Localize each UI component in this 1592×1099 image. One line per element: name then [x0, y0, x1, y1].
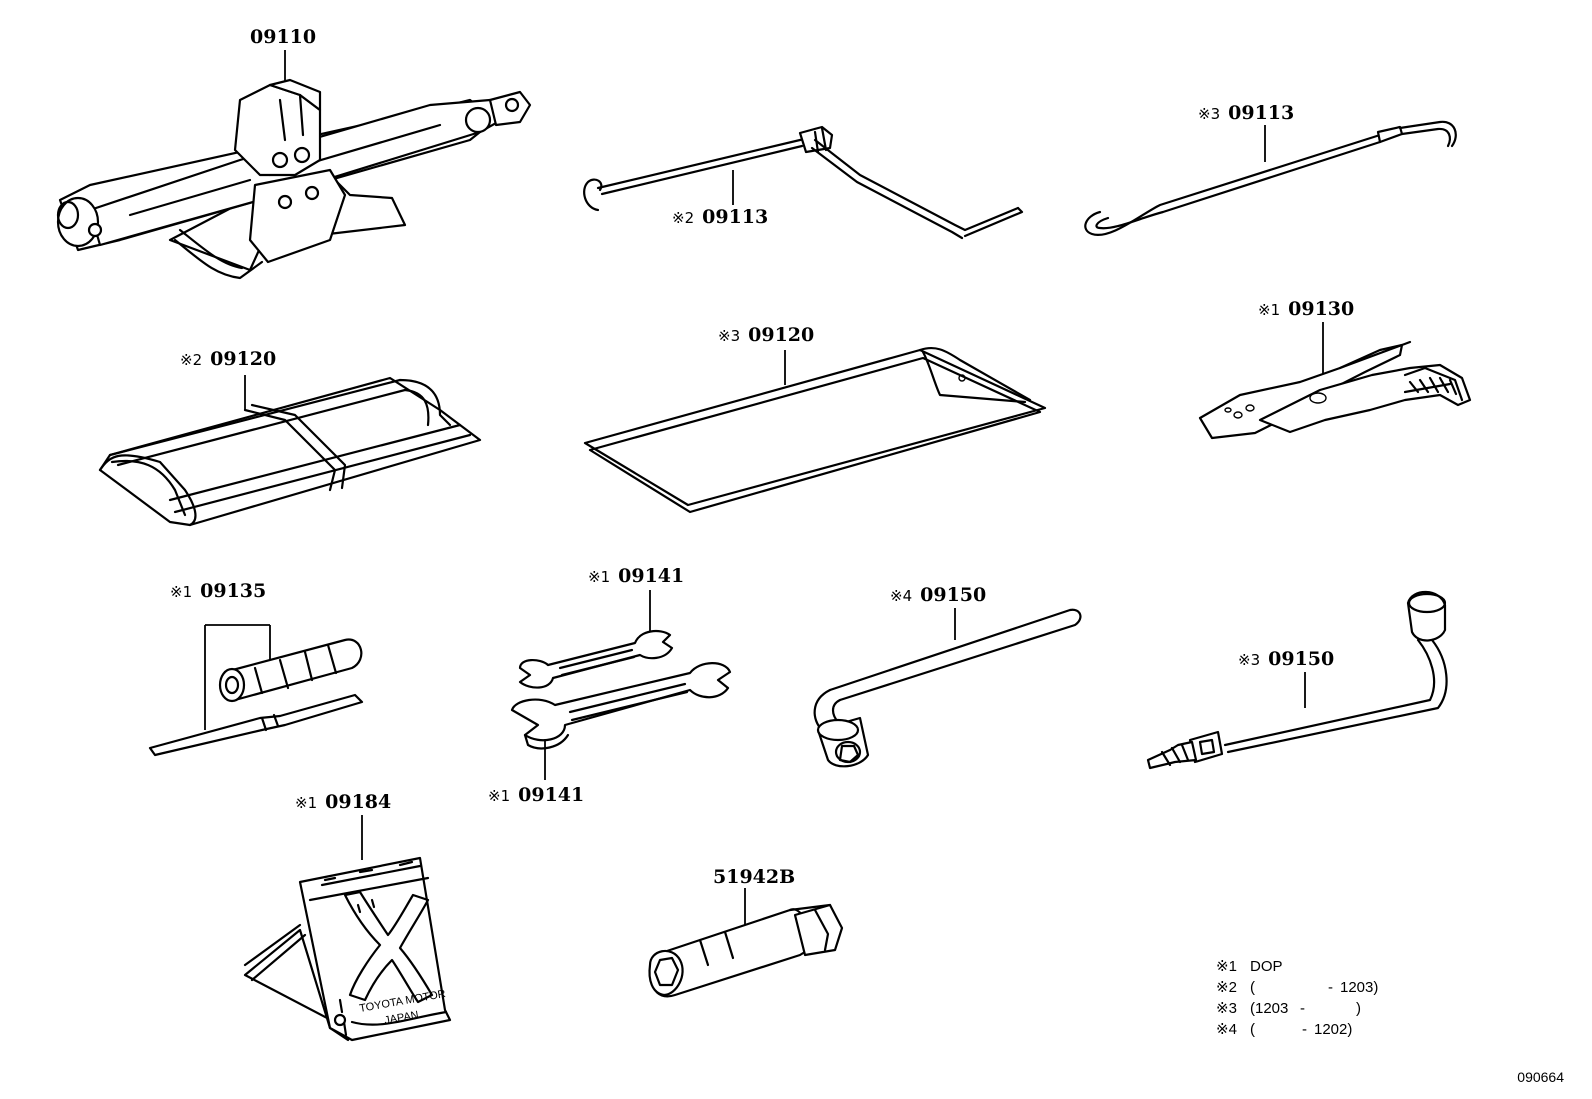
legend-dash: -	[1302, 1021, 1307, 1038]
part-prefix: ※3	[1238, 651, 1261, 669]
legend-open: (	[1250, 979, 1255, 996]
tool-bag-drawing-a	[98, 375, 482, 527]
part-prefix: ※1	[1258, 301, 1281, 319]
figure-id: 090664	[1517, 1069, 1564, 1085]
part-label-wrench-large: ※1 09141	[488, 786, 584, 805]
part-label-lug-wrench-a: ※4 09150	[890, 586, 986, 605]
part-label-pliers: ※1 09130	[1258, 300, 1354, 319]
legend-mark: ※2	[1216, 979, 1237, 996]
legend-open: (	[1250, 1021, 1255, 1038]
part-prefix: ※4	[890, 587, 913, 605]
part-label-jack: 09110	[250, 28, 316, 47]
wheel-chock-drawing: TOYOTA MOTOR JAPAN	[243, 815, 452, 1042]
wrench-small-drawing	[518, 590, 674, 689]
legend-text: DOP	[1250, 958, 1283, 975]
part-label-jack-handle-b: ※3 09113	[1198, 104, 1294, 123]
legend-mark: ※1	[1216, 958, 1237, 975]
part-label-tool-bag-b: ※3 09120	[718, 326, 814, 345]
wrench-large-drawing	[510, 662, 732, 780]
legend-mark: ※4	[1216, 1021, 1237, 1038]
scissor-jack-drawing	[56, 50, 532, 280]
legend-open: (1203	[1250, 1000, 1289, 1017]
part-number: 09150	[1268, 648, 1335, 670]
part-number: 09141	[618, 565, 685, 587]
part-number: 09150	[920, 584, 987, 606]
part-label-wheel-chock: ※1 09184	[295, 793, 391, 812]
part-number: 09113	[702, 206, 769, 228]
part-number: 09141	[518, 784, 585, 806]
legend-dash: -	[1300, 1000, 1305, 1017]
part-prefix: ※2	[672, 209, 695, 227]
tool-bag-drawing-b	[583, 346, 1047, 514]
part-label-wrench-small: ※1 09141	[588, 567, 684, 586]
part-prefix: ※1	[170, 583, 193, 601]
part-label-jack-handle-a: ※2 09113	[672, 208, 768, 227]
part-number: 51942B	[713, 866, 796, 888]
jack-handle-drawing-b	[1084, 120, 1457, 237]
legend-dash: -	[1328, 979, 1333, 996]
legend-mark: ※3	[1216, 1000, 1237, 1017]
part-label-lug-wrench-b: ※3 09150	[1238, 650, 1334, 669]
part-number: 09113	[1228, 102, 1295, 124]
part-label-plug-wrench: 51942B	[713, 868, 795, 887]
part-label-tool-bag-a: ※2 09120	[180, 350, 276, 369]
part-prefix: ※2	[180, 351, 203, 369]
part-number: 09130	[1288, 298, 1355, 320]
legend-to: 1202)	[1314, 1021, 1353, 1038]
part-number: 09110	[250, 26, 317, 48]
part-prefix: ※1	[588, 568, 611, 586]
part-label-screwdriver: ※1 09135	[170, 582, 266, 601]
legend-to: 1203)	[1340, 979, 1379, 996]
legend-to: )	[1356, 1000, 1361, 1017]
lug-wrench-drawing-a	[813, 608, 1082, 768]
jack-handle-drawing-a	[583, 125, 1024, 240]
chock-text-line2: JAPAN	[383, 1009, 419, 1027]
lug-wrench-drawing-b	[1146, 590, 1448, 770]
part-number: 09184	[325, 791, 392, 813]
part-prefix: ※1	[488, 787, 511, 805]
part-number: 09120	[210, 348, 277, 370]
part-number: 09135	[200, 580, 267, 602]
screwdriver-drawing	[148, 624, 364, 757]
part-prefix: ※3	[718, 327, 741, 345]
part-prefix: ※3	[1198, 105, 1221, 123]
pliers-drawing	[1198, 322, 1472, 440]
part-number: 09120	[748, 324, 815, 346]
part-prefix: ※1	[295, 794, 318, 812]
plug-wrench-drawing	[648, 888, 844, 998]
